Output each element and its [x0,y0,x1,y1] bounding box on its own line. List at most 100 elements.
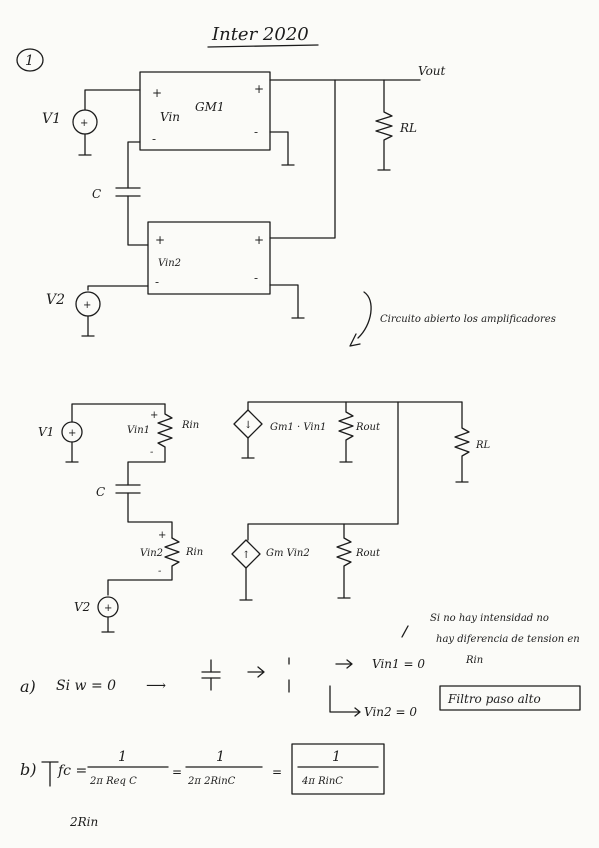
annotation-arrow [349,333,361,347]
c2-v2-polarity: + [104,603,112,614]
c2-rout2-label: Rout [355,548,381,559]
part-b-req-note: 2Rin [69,815,98,829]
c2-rin1-plus: + [150,410,158,421]
v1-wire [84,89,141,111]
v2-ground [81,315,95,337]
part-a-result: Filtro paso alto [447,692,541,706]
part-a-arrow: ⟶ [146,678,166,694]
vout-label: Vout [418,64,446,78]
c2-v1-label: V1 [38,425,54,439]
v2-label: V2 [46,292,65,308]
part-a-label: a) [20,677,36,696]
part-a-note-1: Si no hay intensidad no [430,613,549,624]
c2-rin2-label: Rin [185,547,203,558]
c2-vin1-label: Vin1 [127,425,150,436]
part-a-note-tick [401,625,409,638]
c2-gm1-label: Gm1 · Vin1 [270,422,326,433]
part-b-result-box [291,743,385,795]
part-b: b) fc = 1 2π Req C = 1 2π 2RinC = 1 4π R… [20,743,385,829]
part-b-bracket [41,761,59,787]
c2-v1-wire [71,403,166,423]
c2-gm1-ground [241,437,255,459]
amp2-out-ground [269,284,305,319]
part-b-label: b) [20,760,36,779]
title-underline [207,44,319,48]
capacitor-label: C [92,187,101,201]
amp2-minus-in: - [155,275,159,289]
amp1-name: GM1 [195,100,225,114]
v2-wire [87,285,149,291]
amp1-minus-out: - [254,125,258,139]
c2-rout1 [338,401,354,463]
arrow-to-vin2 [329,685,361,717]
c2-gm1-arrow: ↓ [244,420,252,431]
part-b-num-3: 1 [332,749,341,765]
part-b-num-2: 1 [216,749,225,765]
c2-rin2-plus: + [158,530,166,541]
amp1-input-label: Vin [160,110,180,124]
c2-rin1 [127,403,173,486]
c2-gm2-label: Gm Vin2 [266,548,310,559]
v1-label: V1 [42,111,61,127]
c2-vin2-label: Vin2 [140,548,163,559]
amp1-minus-in: - [152,132,156,146]
amplifier-1-box [139,71,271,151]
part-b-eq-1: = [172,765,182,779]
c2-rin1-label: Rin [181,420,199,431]
part-a-vin2: Vin2 = 0 [364,705,417,719]
c2-rin2 [107,537,180,596]
c2-rl [454,401,470,483]
c2-v1-ground [65,441,79,463]
c2-cap-to-rin2-wire [127,492,173,539]
part-a: a) Si w = 0 ⟶ Vin1 = 0 Vin2 = 0 Si no ha… [20,613,581,719]
annotation-text: Circuito abierto los amplificadores [380,314,556,325]
c2-cap-label: C [96,485,105,499]
c2-v2-label: V2 [74,600,90,614]
v1-ground [78,133,92,156]
annotation-bracket [357,291,372,339]
circuit-1: + V1 + - Vin GM1 + - C Vout RL + - Vin2 … [42,64,556,347]
c2-connect-wire [247,401,399,541]
part-b-num-1: 1 [118,749,127,765]
amp1-plus-in: + [152,86,162,100]
cap-to-amp2-wire [127,195,149,246]
c2-v1-polarity: + [68,428,76,439]
part-a-vin1: Vin1 = 0 [372,657,425,671]
amp2-plus-in: + [155,233,165,247]
part-b-eq-2: = [272,765,282,779]
v1-source-polarity: + [80,118,88,129]
part-a-note-2: hay diferencia de tension en [436,634,580,645]
c2-gm2-ground [239,567,253,601]
part-b-fc: fc = [57,763,87,779]
part-b-den-3: 4π RinC [301,776,343,787]
c2-gm2-arrow: ↑ [242,550,250,561]
c2-rout2 [336,523,352,599]
load-label: RL [399,121,417,135]
arrow-to-vin1 [335,659,353,669]
amp2-plus-out: + [254,233,264,247]
amp1-to-cap-wire [127,141,141,189]
amp1-out-ground [269,131,295,166]
amp2-to-vout-wire [269,79,336,239]
v2-source-polarity: + [83,300,91,311]
load-resistor [375,79,393,171]
part-a-result-box [439,685,581,711]
amp1-plus-out: + [254,82,264,96]
amplifier-2-box [147,221,271,295]
c2-rout1-label: Rout [355,422,381,433]
amp2-input-label: Vin2 [158,258,181,269]
circuit-2: + V1 + - Vin1 Rin C + - Vin2 Rin + V2 ↓ … [38,401,491,633]
problem-number: 1 [25,53,34,69]
part-b-den-2: 2π 2RinC [187,776,236,787]
c2-rin1-minus: - [150,447,154,458]
c2-rin2-minus: - [158,566,162,577]
page-title: Inter 2020 [211,24,309,45]
amp2-minus-out: - [254,271,258,285]
c2-v2-ground [101,616,115,633]
arrow-to-open [247,666,265,678]
c2-rl-label: RL [475,440,491,451]
part-a-condition: Si w = 0 [56,678,116,694]
part-a-note-3: Rin [465,655,483,666]
